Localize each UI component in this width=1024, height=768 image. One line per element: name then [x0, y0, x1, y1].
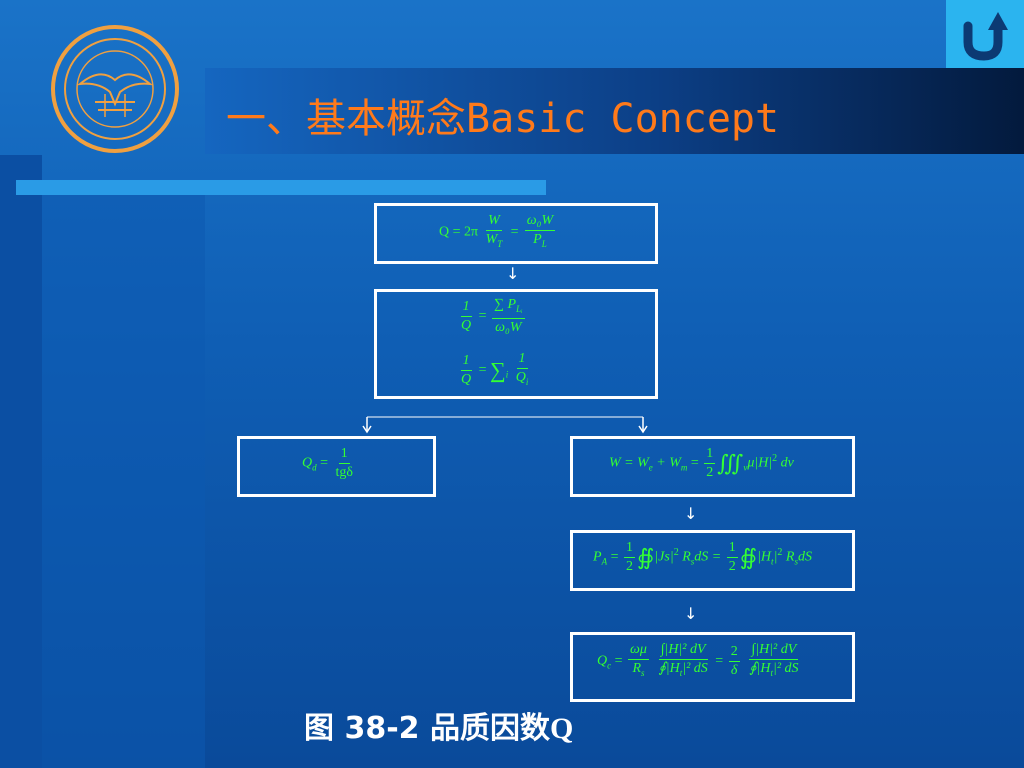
left-dark-column — [0, 155, 42, 768]
down-arrow-icon: ↓ — [506, 264, 520, 283]
university-seal-logo — [51, 25, 179, 153]
u-turn-arrow-icon — [963, 12, 1008, 61]
figure-caption: 图 38-2 品质因数Q — [304, 711, 574, 746]
accent-bar — [16, 180, 546, 195]
down-arrow-icon: ↓ — [684, 504, 698, 523]
down-arrow-icon: ↓ — [684, 604, 698, 623]
header-band — [205, 68, 1024, 154]
left-mid-column — [42, 195, 205, 768]
back-button[interactable] — [946, 0, 1024, 68]
page-title: 一、基本概念Basic Concept — [226, 96, 780, 142]
branch-connector — [362, 416, 648, 434]
